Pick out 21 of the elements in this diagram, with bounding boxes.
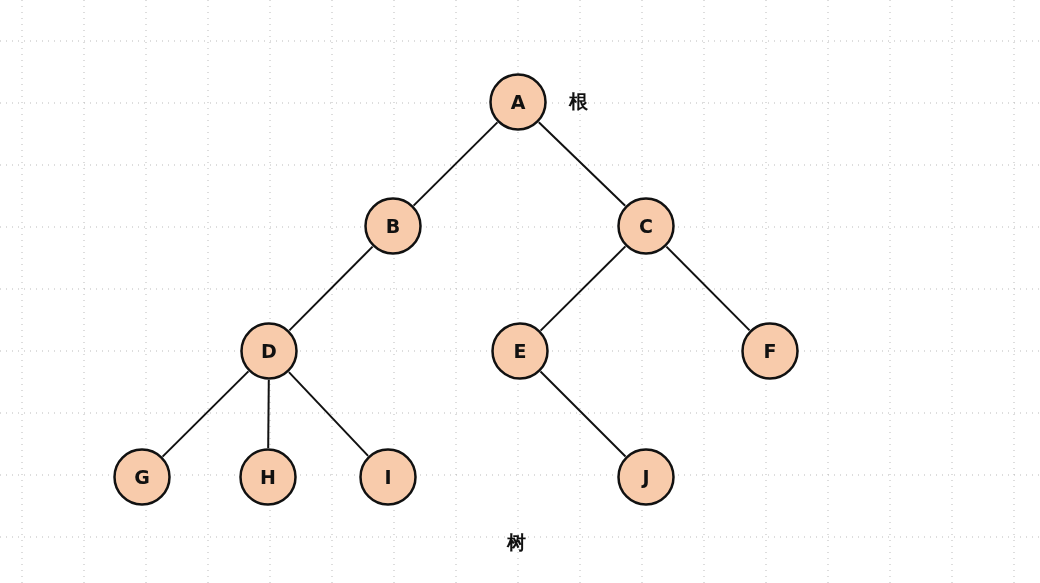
connector-line bbox=[161, 370, 250, 458]
tree-node-circle: C bbox=[617, 197, 675, 255]
tree-node-circle: B bbox=[364, 197, 422, 255]
connector-line bbox=[288, 245, 374, 332]
connector-line bbox=[665, 245, 751, 332]
tree-node-circle: H bbox=[239, 448, 297, 506]
diagram-caption: 树 bbox=[507, 530, 526, 555]
tree-node-circle: F bbox=[741, 322, 799, 380]
tree-node-circle: G bbox=[113, 448, 171, 506]
tree-node-circle: E bbox=[491, 322, 549, 380]
connector-line bbox=[267, 379, 270, 449]
tree-node-circle: J bbox=[617, 448, 675, 506]
tree-node-circle: A bbox=[489, 73, 547, 131]
connector-line bbox=[539, 370, 627, 458]
connector-line bbox=[537, 121, 627, 207]
node-caption: 根 bbox=[569, 89, 588, 114]
connector-line bbox=[539, 245, 627, 332]
connector-line bbox=[287, 371, 370, 457]
tree-node-circle: I bbox=[359, 448, 417, 506]
connector-line bbox=[412, 121, 499, 207]
tree-node-circle: D bbox=[240, 322, 298, 380]
